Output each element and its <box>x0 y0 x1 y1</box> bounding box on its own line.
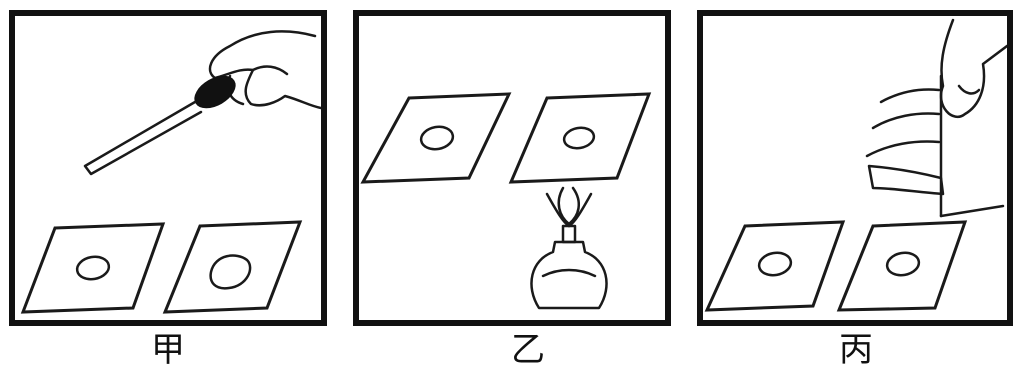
hand-shape <box>941 20 1007 117</box>
panel-label-yi: 乙 <box>500 330 556 370</box>
motion-arc <box>881 90 939 103</box>
panel-label-bing: 丙 <box>828 330 884 370</box>
motion-arc <box>873 114 939 128</box>
panel-jia <box>9 10 327 326</box>
panel-bing <box>697 10 1013 326</box>
slide-right <box>165 222 300 312</box>
panel-bing-drawing <box>703 16 1007 320</box>
slide-right <box>511 94 649 182</box>
panel-yi <box>353 10 671 326</box>
dropper-bulb-icon <box>189 70 240 115</box>
lamp-wick <box>563 226 575 242</box>
slide-left <box>23 224 163 312</box>
motion-arc <box>867 142 939 156</box>
coverslip <box>869 166 943 194</box>
panel-label-jia: 甲 <box>140 330 196 370</box>
slide-left <box>707 222 843 310</box>
panel-yi-drawing <box>359 16 665 320</box>
slide-right <box>839 222 965 310</box>
slide-left <box>363 94 509 182</box>
dropper-tube <box>85 102 201 174</box>
panel-jia-drawing <box>15 16 321 320</box>
